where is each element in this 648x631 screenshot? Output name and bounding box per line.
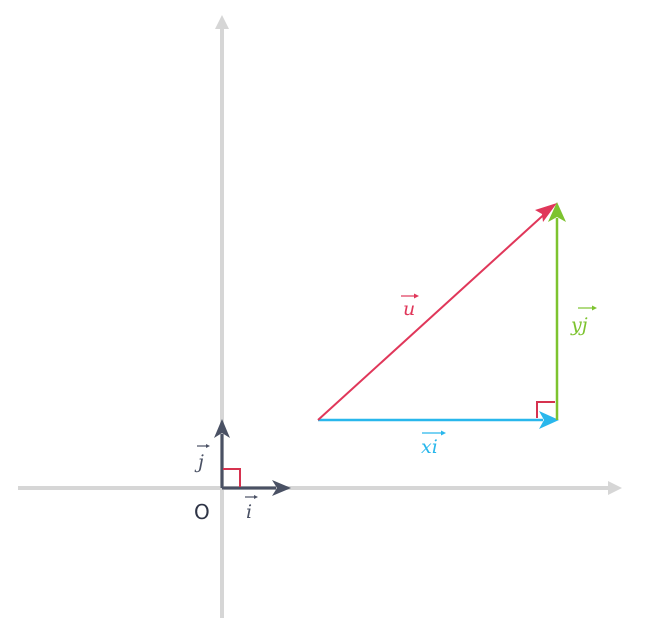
u-vector-group [317,203,557,421]
u-vector-label: u [403,298,415,320]
axes [18,15,622,618]
i-vector-label: i [246,501,252,523]
y-axis-arrowhead [215,15,229,29]
labels: O i j u xi yj [194,293,597,524]
u-vector [317,209,550,421]
j-vector-label: j [194,451,204,473]
xi-vector-label: xi [421,436,438,458]
yj-vector-arrowhead [548,202,566,222]
u-vector-label-arrow [401,293,419,299]
i-vector-label-arrow [245,495,258,499]
j-vector-label-arrow [197,444,210,448]
origin-label: O [194,500,210,524]
xi-vector-arrowhead [539,411,559,429]
basis-vectors [214,419,291,496]
x-axis-arrowhead [608,481,622,495]
j-vector-arrowhead [214,419,230,438]
xi-vector-label-arrow [422,430,446,436]
yj-vector-label-arrow [578,305,597,311]
i-vector-arrowhead [272,480,291,496]
yj-vector-label: yj [570,314,588,336]
u-vector-arrowhead [535,203,557,222]
origin-right-angle-mark [223,468,241,487]
triangle-right-angle-mark [536,401,555,418]
component-vectors [318,202,566,429]
